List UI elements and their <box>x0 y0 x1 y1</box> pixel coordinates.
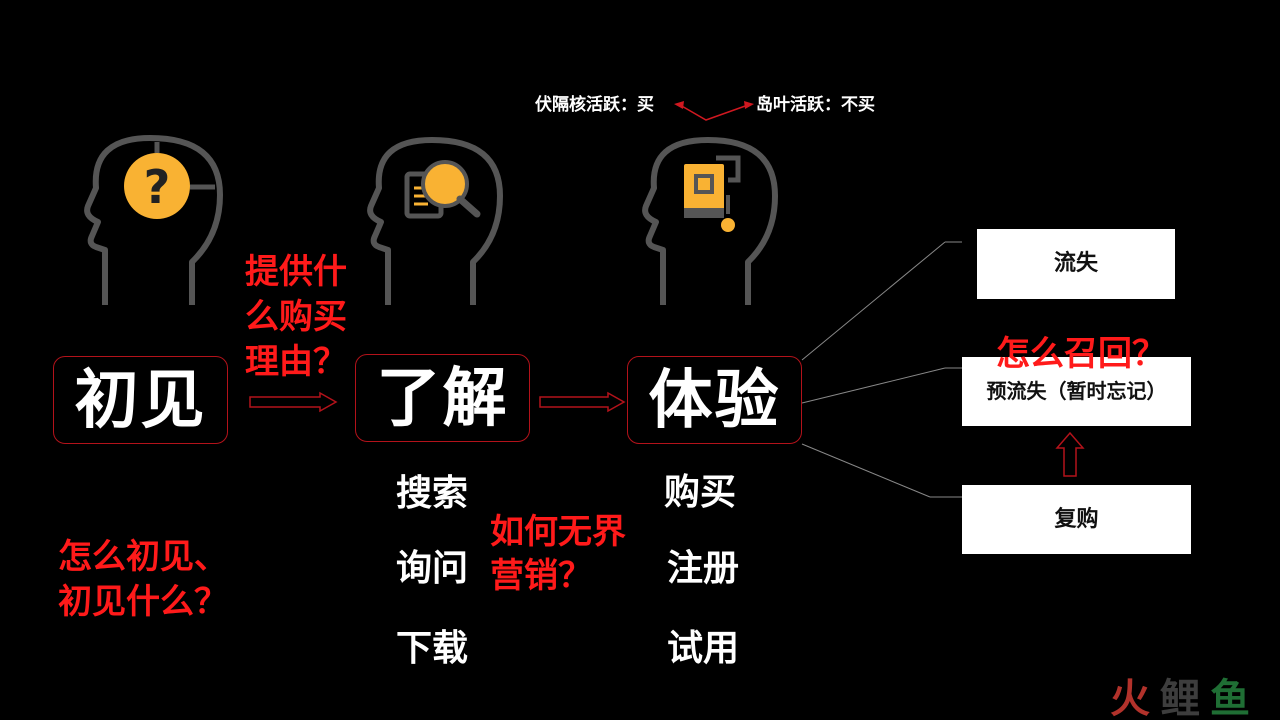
branch-line-lost <box>801 241 946 361</box>
question-recall: 怎么召回？ <box>996 334 1166 374</box>
question-head-icon: ? <box>84 135 223 305</box>
question-reason-line-1: 提供什 <box>245 252 347 292</box>
sub-item-register: 注册 <box>667 548 740 589</box>
top-v-connector <box>679 104 749 121</box>
stage-experience: 体验 <box>627 356 802 444</box>
stage-understand: 了解 <box>355 354 530 442</box>
arrow-stage1-to-stage2 <box>249 391 338 413</box>
sub-item-inquire: 询问 <box>396 548 469 589</box>
question-borderless-line-2: 营销？ <box>490 556 592 596</box>
sub-item-download: 下载 <box>396 628 469 669</box>
top-label-not-buy: 岛叶活跃：不买 <box>756 95 875 115</box>
question-reason-line-3: 理由？ <box>245 342 347 382</box>
sub-item-trial: 试用 <box>667 628 740 669</box>
question-reason-line-2: 么购买 <box>245 297 347 337</box>
top-label-buy: 伏隔核活跃：买 <box>535 95 654 115</box>
watermark-char-2: 鲤 <box>1160 676 1200 720</box>
outcome-pre-lost: 预流失（暂时忘记） <box>962 357 1191 426</box>
up-arrow-icon <box>1055 431 1085 477</box>
sub-item-search: 搜索 <box>396 473 469 514</box>
outcome-lost: 流失 <box>977 229 1175 299</box>
branch-line-prelost <box>801 367 946 404</box>
sub-item-buy: 购买 <box>664 472 737 513</box>
outcome-repurchase: 复购 <box>962 485 1191 554</box>
question-first-seen-line-2: 初见什么？ <box>58 582 228 622</box>
branch-line-repurchase <box>801 443 931 498</box>
question-borderless-line-1: 如何无界 <box>490 512 626 552</box>
question-first-seen: 怎么初见、 初见什么？ <box>58 535 228 625</box>
search-head-icon <box>367 137 503 305</box>
watermark-logo: 火 鲤 鱼 <box>1110 676 1250 720</box>
stage-first-seen: 初见 <box>53 356 228 444</box>
watermark-char-1: 火 <box>1110 676 1150 720</box>
arrowhead-left-icon <box>674 101 684 109</box>
question-borderless: 如何无界 营销？ <box>490 510 626 598</box>
svg-text:?: ? <box>144 160 171 214</box>
watermark-char-3: 鱼 <box>1210 676 1250 720</box>
question-first-seen-line-1: 怎么初见、 <box>58 537 228 577</box>
question-reason: 提供什 么购买 理由？ <box>245 250 347 385</box>
book-head-icon <box>642 137 778 305</box>
arrow-stage2-to-stage3 <box>539 391 626 413</box>
arrowhead-right-icon <box>744 101 754 109</box>
